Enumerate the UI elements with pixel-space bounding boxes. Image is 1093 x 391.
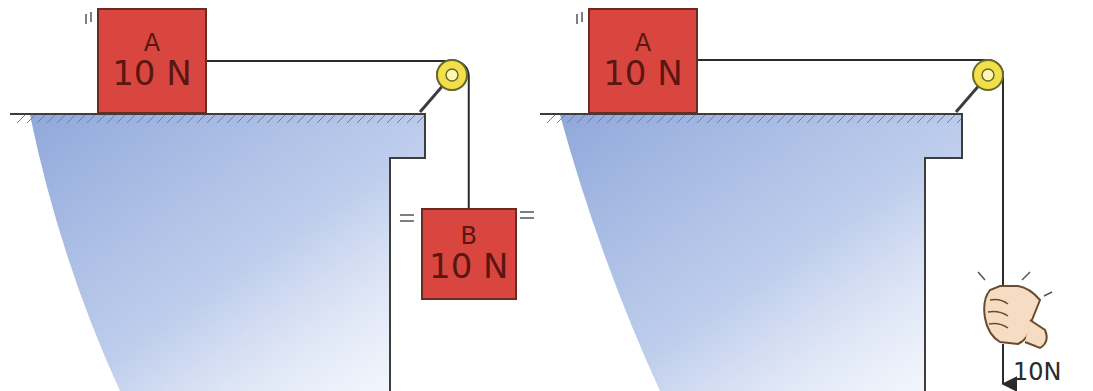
string <box>207 61 469 208</box>
block-weight: 10 N <box>603 56 683 92</box>
block-letter: A <box>144 31 160 56</box>
weight-block: A10 N <box>97 8 207 114</box>
block-letter: B <box>461 224 477 249</box>
block-weight: 10 N <box>429 249 509 285</box>
table-left <box>10 12 534 391</box>
block-letter: A <box>635 31 651 56</box>
weight-block: A10 N <box>588 8 698 114</box>
table-right <box>540 12 1003 391</box>
pulley-hub <box>446 69 458 81</box>
block-weight: 10 N <box>112 56 192 92</box>
pulley <box>437 60 467 90</box>
force-label: 10N <box>1013 360 1062 384</box>
weight-block: B10 N <box>421 208 517 300</box>
